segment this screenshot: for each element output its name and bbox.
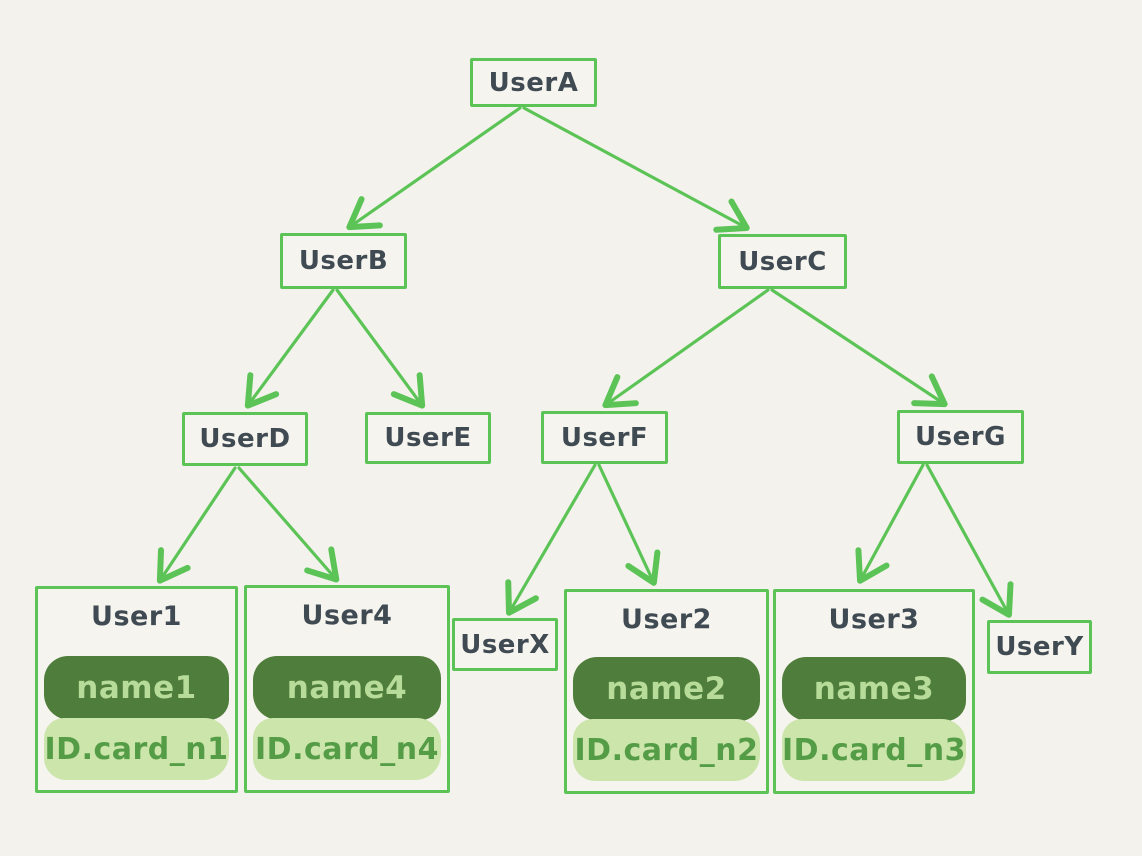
node-user1-label: User1 xyxy=(91,601,182,632)
user2-name-pill[interactable]: name2 xyxy=(573,657,760,721)
node-userx-label: UserX xyxy=(460,629,550,660)
node-user1[interactable]: User1 name1 ID.card_n1 xyxy=(35,586,238,793)
node-userc[interactable]: UserC xyxy=(718,234,847,289)
edge-userF-userX[interactable] xyxy=(505,463,597,616)
node-user3-label: User3 xyxy=(828,604,920,635)
node-usery[interactable]: UserY xyxy=(987,620,1092,674)
node-userf-label: UserF xyxy=(560,422,649,453)
edge-userB-userD[interactable] xyxy=(244,288,335,409)
edge-userD-user4[interactable] xyxy=(237,466,340,583)
user2-idcard-pill[interactable]: ID.card_n2 xyxy=(573,719,760,781)
node-usera[interactable]: UserA xyxy=(470,58,597,107)
node-userg-label: UserG xyxy=(915,422,1006,452)
node-userf[interactable]: UserF xyxy=(541,411,668,464)
edge-userA-userC[interactable] xyxy=(522,106,750,233)
edge-userB-userE[interactable] xyxy=(335,288,426,409)
user1-name-pill[interactable]: name1 xyxy=(44,656,229,720)
edge-userG-user3[interactable] xyxy=(855,463,925,584)
edge-userG-userY[interactable] xyxy=(925,463,1014,618)
node-user4-label: User4 xyxy=(301,600,393,631)
node-userx[interactable]: UserX xyxy=(452,618,558,671)
edge-userC-userG[interactable] xyxy=(770,288,948,408)
node-user3[interactable]: User3 name3 ID.card_n3 xyxy=(773,589,975,794)
user4-name-pill[interactable]: name4 xyxy=(253,656,441,720)
node-userd-label: UserD xyxy=(199,424,291,454)
node-userb-label: UserB xyxy=(298,246,389,276)
edge-userF-user2[interactable] xyxy=(597,463,661,586)
user4-idcard-pill[interactable]: ID.card_n4 xyxy=(253,718,441,780)
edge-userC-userF[interactable] xyxy=(602,288,770,409)
node-usere[interactable]: UserE xyxy=(365,412,491,464)
user3-name-pill[interactable]: name3 xyxy=(782,657,966,721)
node-userb[interactable]: UserB xyxy=(280,233,407,289)
node-userc-label: UserC xyxy=(738,246,827,277)
node-user4[interactable]: User4 name4 ID.card_n4 xyxy=(244,585,450,793)
edge-userA-userB[interactable] xyxy=(346,106,522,231)
node-usere-label: UserE xyxy=(384,423,472,453)
node-usery-label: UserY xyxy=(995,632,1084,662)
user1-idcard-pill[interactable]: ID.card_n1 xyxy=(44,718,229,780)
node-userd[interactable]: UserD xyxy=(182,412,308,466)
node-user2-label: User2 xyxy=(621,604,712,635)
node-userg[interactable]: UserG xyxy=(897,410,1024,464)
edge-userD-user1[interactable] xyxy=(156,466,237,584)
node-usera-label: UserA xyxy=(488,67,579,98)
node-user2[interactable]: User2 name2 ID.card_n2 xyxy=(564,589,769,794)
user3-idcard-pill[interactable]: ID.card_n3 xyxy=(782,719,966,781)
